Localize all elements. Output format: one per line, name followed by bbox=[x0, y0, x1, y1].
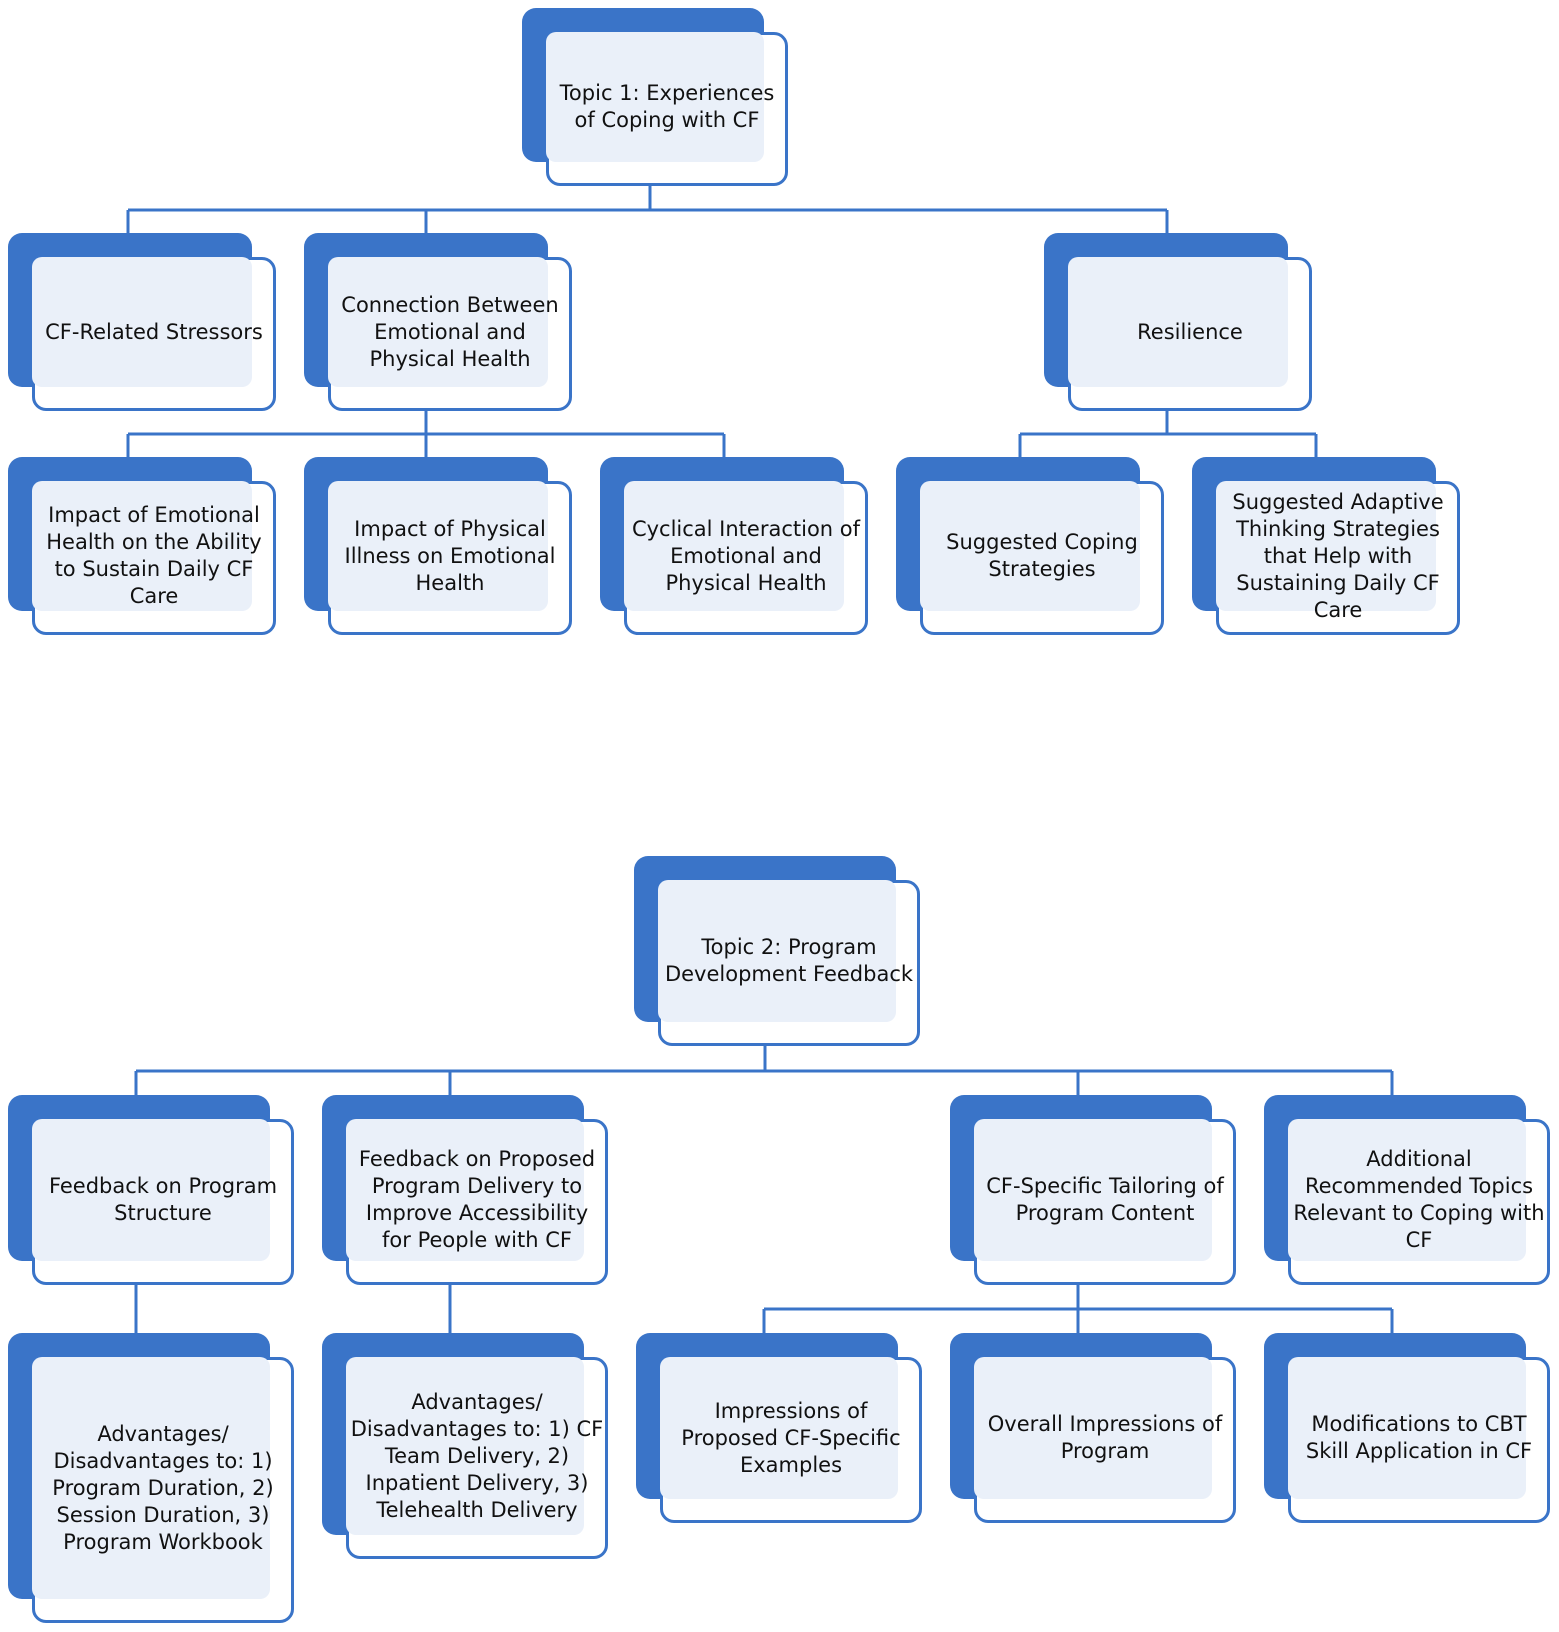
label-cf-related-stressors: CF-Related Stressors bbox=[45, 319, 263, 344]
label-connection-emotional-physical: Connection Between Emotional and Physica… bbox=[341, 292, 559, 371]
label-impact-emotional-health: Impact of Emotional Health on the Abilit… bbox=[46, 503, 262, 608]
label-delivery-advantages: Advantages/ Disadvantages to: 1) CF Team… bbox=[350, 1389, 604, 1522]
node-delivery-advantages: Advantages/ Disadvantages to: 1) CF Team… bbox=[322, 1333, 608, 1559]
label-additional-topics: Additional Recommended Topics Relevant t… bbox=[1293, 1147, 1545, 1252]
label-cf-specific-tailoring: CF-Specific Tailoring of Program Content bbox=[986, 1174, 1224, 1225]
label-cbt-modifications: Modifications to CBT Skill Application i… bbox=[1305, 1412, 1533, 1463]
topic1-root-label: Topic 1: Experiences of Coping with CF bbox=[559, 81, 775, 132]
node-cf-specific-examples: Impressions of Proposed CF-Specific Exam… bbox=[636, 1333, 922, 1523]
label-suggested-coping: Suggested Coping Strategies bbox=[946, 530, 1138, 581]
label-program-structure: Feedback on Program Structure bbox=[48, 1174, 278, 1225]
topic1-root-node: Topic 1: Experiences of Coping with CF bbox=[522, 8, 788, 186]
node-impact-emotional-health: Impact of Emotional Health on the Abilit… bbox=[8, 457, 276, 635]
node-connection-emotional-physical: Connection Between Emotional and Physica… bbox=[304, 233, 572, 411]
node-overall-impressions: Overall Impressions of Program bbox=[950, 1333, 1236, 1523]
node-impact-physical-illness: Impact of Physical Illness on Emotional … bbox=[304, 457, 572, 635]
node-suggested-coping: Suggested Coping Strategies bbox=[896, 457, 1164, 635]
node-structure-advantages: Advantages/ Disadvantages to: 1) Program… bbox=[8, 1333, 294, 1623]
node-cyclical-interaction: Cyclical Interaction of Emotional and Ph… bbox=[600, 457, 868, 635]
label-impact-physical-illness: Impact of Physical Illness on Emotional … bbox=[344, 516, 556, 595]
topic2-root-label: Topic 2: Program Development Feedback bbox=[664, 935, 914, 986]
label-adaptive-thinking: Suggested Adaptive Thinking Strategies t… bbox=[1232, 489, 1444, 622]
node-adaptive-thinking: Suggested Adaptive Thinking Strategies t… bbox=[1192, 457, 1460, 635]
node-additional-topics: Additional Recommended Topics Relevant t… bbox=[1264, 1095, 1550, 1285]
label-program-delivery: Feedback on Proposed Program Delivery to… bbox=[358, 1147, 596, 1252]
label-overall-impressions: Overall Impressions of Program bbox=[987, 1412, 1223, 1463]
node-cf-specific-tailoring: CF-Specific Tailoring of Program Content bbox=[950, 1095, 1236, 1285]
label-cyclical-interaction: Cyclical Interaction of Emotional and Ph… bbox=[631, 516, 861, 595]
label-structure-advantages: Advantages/ Disadvantages to: 1) Program… bbox=[52, 1421, 274, 1554]
node-cbt-modifications: Modifications to CBT Skill Application i… bbox=[1264, 1333, 1550, 1523]
label-cf-specific-examples: Impressions of Proposed CF-Specific Exam… bbox=[681, 1398, 901, 1477]
label-resilience: Resilience bbox=[1137, 319, 1243, 344]
node-program-delivery: Feedback on Proposed Program Delivery to… bbox=[322, 1095, 608, 1285]
node-program-structure: Feedback on Program Structure bbox=[8, 1095, 294, 1285]
node-cf-related-stressors: CF-Related Stressors bbox=[8, 233, 276, 411]
node-resilience: Resilience bbox=[1044, 233, 1312, 411]
topic2-root-node: Topic 2: Program Development Feedback bbox=[634, 856, 920, 1046]
